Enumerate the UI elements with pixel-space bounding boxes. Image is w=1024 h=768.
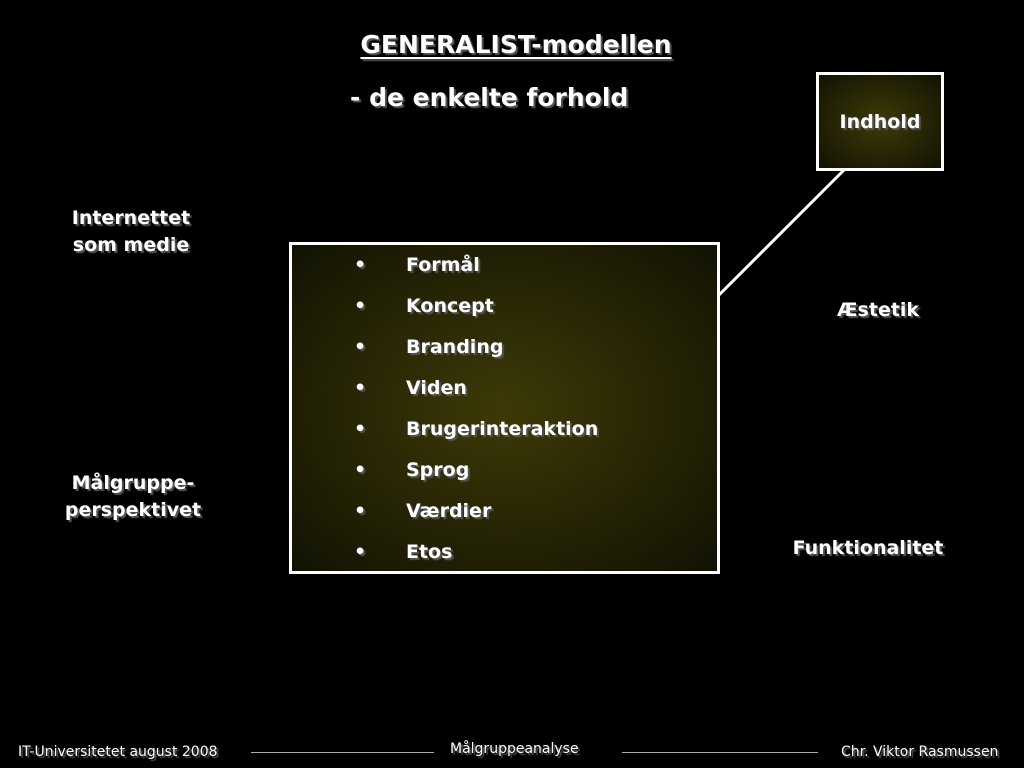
label-target-group-perspective: Målgruppe- perspektivet [40,470,226,524]
label-target-line2: perspektivet [64,499,202,521]
list-item-label: Koncept [406,295,494,317]
content-box-label: Indhold [839,110,921,133]
label-internet-as-medium: Internettet som medie [46,205,216,259]
list-item-label: Branding [406,336,504,358]
label-functionality: Funktionalitet [792,537,944,559]
bullet-icon: • [354,377,367,399]
list-item: • Etos [354,539,598,580]
list-item-label: Værdier [406,500,492,522]
bullet-icon: • [354,295,367,317]
bullet-icon: • [354,418,367,440]
content-box: Indhold [816,72,944,171]
label-internet-line2: som medie [72,234,190,256]
list-item: • Viden [354,375,598,416]
list-item-label: Sprog [406,459,470,481]
center-box: • Formål • Koncept • Branding • Viden • Brugerint… [289,242,720,574]
label-internet-line1: Internettet [71,207,191,229]
list-item: • Koncept [354,293,598,334]
factor-list: • Formål • Koncept • Branding • Viden • Brugerint… [354,252,598,580]
list-item-label: Brugerinteraktion [406,418,599,440]
label-aesthetics: Æstetik [836,299,920,321]
bullet-icon: • [354,541,367,563]
bullet-icon: • [354,459,367,481]
footer-left-text: IT-Universitetet august 2008 [18,744,218,760]
slide-subtitle: - de enkelte forhold [350,83,629,112]
slide-title: GENERALIST-modellen [360,30,672,59]
list-item: • Sprog [354,457,598,498]
footer-right-text: Chr. Viktor Rasmussen [841,744,999,760]
list-item-label: Viden [406,377,467,399]
list-item-label: Formål [406,254,480,276]
list-item: • Værdier [354,498,598,539]
list-item: • Brugerinteraktion [354,416,598,457]
list-item: • Branding [354,334,598,375]
footer-divider-left [251,752,434,753]
bullet-icon: • [354,254,367,276]
label-target-line1: Målgruppe- [71,472,195,494]
connector-line-segment [715,166,848,299]
list-item: • Formål [354,252,598,293]
footer-center-text: Målgruppeanalyse [450,741,579,757]
bullet-icon: • [354,336,367,358]
footer-divider-right [622,752,818,753]
bullet-icon: • [354,500,367,522]
list-item-label: Etos [406,541,453,563]
